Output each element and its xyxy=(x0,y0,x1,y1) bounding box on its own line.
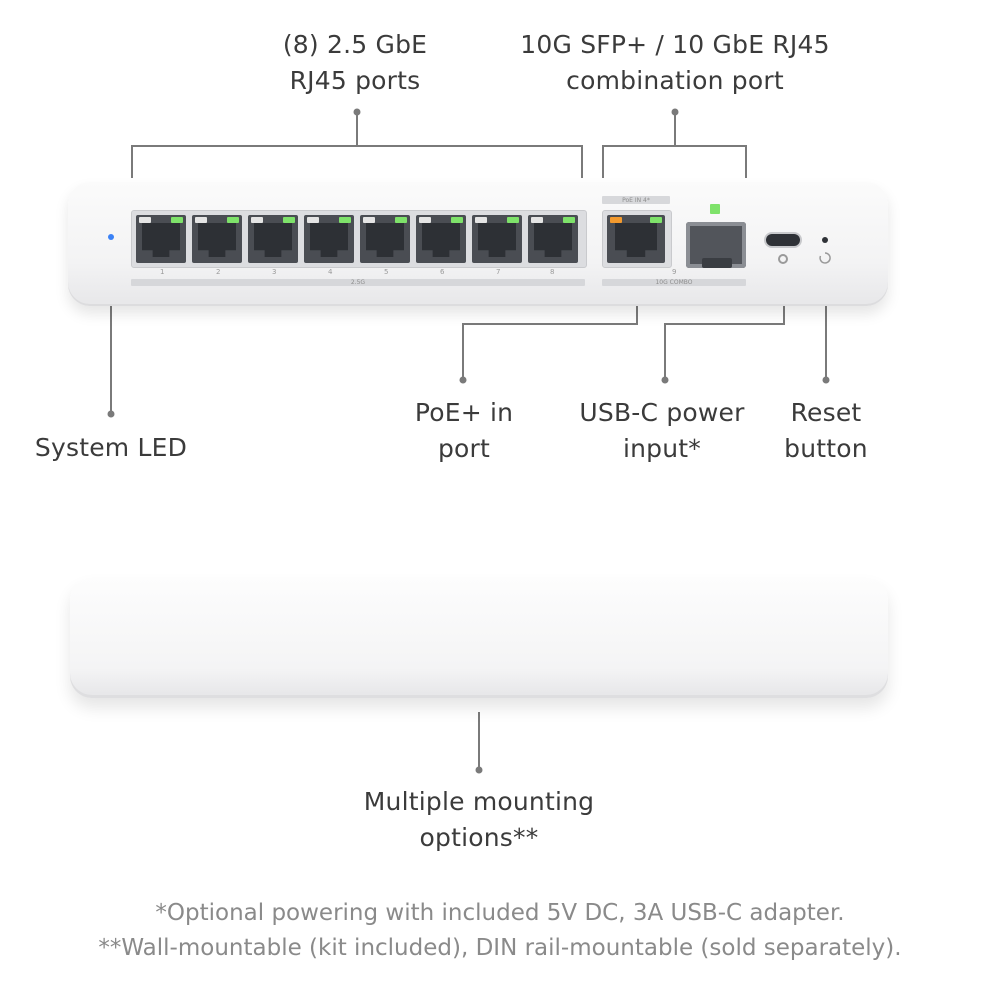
port-number-9: 9 xyxy=(672,268,677,276)
port-led-amber xyxy=(531,217,543,223)
combo-port-label-line1: 10G SFP+ / 10 GbE RJ45 xyxy=(520,30,830,59)
system-led-label: System LED xyxy=(34,433,188,462)
usbc-power-label: USB-C power input* xyxy=(560,395,764,467)
reset-icon xyxy=(819,252,831,264)
combo-port-label-line2: combination port xyxy=(566,66,784,95)
speed-bar-label: 2.5G xyxy=(350,279,366,286)
usbc-power-label-line2: input* xyxy=(622,434,701,463)
poe-in-label-line1: PoE+ in xyxy=(414,398,514,427)
rj45-port-3 xyxy=(248,215,298,263)
port-number-3: 3 xyxy=(272,268,277,276)
rj45-socket xyxy=(478,223,516,257)
sfp-led xyxy=(710,204,720,214)
combo-bar-label: 10G COMBO xyxy=(655,279,693,286)
port-number-7: 7 xyxy=(496,268,501,276)
mounting-label-line1: Multiple mounting xyxy=(363,787,595,816)
rj45-port-5 xyxy=(360,215,410,263)
footnote-1: *Optional powering with included 5V DC, … xyxy=(155,900,845,926)
rj45-socket xyxy=(534,223,572,257)
poe-badge-label: PoE IN 4* xyxy=(622,197,650,204)
port-led-amber xyxy=(475,217,487,223)
rj45-socket xyxy=(254,223,292,257)
port-led-green xyxy=(650,217,662,223)
port-number-1: 1 xyxy=(160,268,165,276)
switch-top-view xyxy=(70,578,888,698)
rj45-ports-label-line1: (8) 2.5 GbE xyxy=(282,30,428,59)
combo-bar xyxy=(602,279,746,286)
usbc-leader-dot xyxy=(661,376,669,384)
rj45-leader-dot xyxy=(353,108,361,116)
poe-leader-dot xyxy=(459,376,467,384)
mounting-leader-dot xyxy=(475,766,483,774)
reset-label-line2: button xyxy=(784,434,868,463)
port-led-green xyxy=(283,217,295,223)
reset-leader-dot xyxy=(822,376,830,384)
port-led-orange xyxy=(610,217,622,223)
rj45-socket xyxy=(366,223,404,257)
rj45-port-6 xyxy=(416,215,466,263)
rj45-ports-label-line2: RJ45 ports xyxy=(289,66,421,95)
usbc-power-icon xyxy=(778,254,788,264)
rj45-socket xyxy=(422,223,460,257)
mounting-label-line2: options** xyxy=(419,823,539,852)
port-led-amber xyxy=(251,217,263,223)
port-led-amber xyxy=(307,217,319,223)
combo-bracket xyxy=(602,145,747,178)
rj45-bracket xyxy=(131,145,583,178)
reset-label: Reset button xyxy=(770,395,882,467)
poe-in-label: PoE+ in port xyxy=(384,395,544,467)
rj45-port-block xyxy=(131,210,587,268)
usbc-power-label-line1: USB-C power xyxy=(579,398,745,427)
port-led-amber xyxy=(195,217,207,223)
port-number-6: 6 xyxy=(440,268,445,276)
rj45-port-7 xyxy=(472,215,522,263)
port-led-green xyxy=(395,217,407,223)
port-number-8: 8 xyxy=(550,268,555,276)
port-led-green xyxy=(171,217,183,223)
speed-bar xyxy=(131,279,585,286)
rj45-port-8 xyxy=(528,215,578,263)
sfp-cage-latch xyxy=(702,258,732,268)
port-number-4: 4 xyxy=(328,268,333,276)
mounting-label: Multiple mounting options** xyxy=(330,784,628,856)
combo-leader-dot xyxy=(671,108,679,116)
port-led-green xyxy=(451,217,463,223)
reset-label-line1: Reset xyxy=(790,398,862,427)
port-led-amber xyxy=(363,217,375,223)
poe-in-label-line2: port xyxy=(437,434,491,463)
combo-port-label: 10G SFP+ / 10 GbE RJ45 combination port xyxy=(500,27,850,99)
port-led-amber xyxy=(419,217,431,223)
poe-badge xyxy=(602,196,670,204)
system-led-leader-dot xyxy=(107,410,115,418)
reset-pinhole xyxy=(822,237,828,243)
footnote-2: **Wall-mountable (kit included), DIN rai… xyxy=(98,935,902,961)
port-led-green xyxy=(227,217,239,223)
port-led-green xyxy=(563,217,575,223)
usbc-port xyxy=(766,234,800,246)
rj45-port-2 xyxy=(192,215,242,263)
port-led-green xyxy=(339,217,351,223)
port-led-amber xyxy=(139,217,151,223)
rj45-ports-label: (8) 2.5 GbE RJ45 ports xyxy=(230,27,480,99)
rj45-socket xyxy=(615,223,657,257)
rj45-port-4 xyxy=(304,215,354,263)
rj45-socket xyxy=(310,223,348,257)
poe-in-port xyxy=(607,215,665,263)
rj45-socket xyxy=(198,223,236,257)
rj45-port-1 xyxy=(136,215,186,263)
rj45-socket xyxy=(142,223,180,257)
port-number-2: 2 xyxy=(216,268,221,276)
system-led xyxy=(108,234,114,240)
port-led-green xyxy=(507,217,519,223)
port-number-5: 5 xyxy=(384,268,389,276)
